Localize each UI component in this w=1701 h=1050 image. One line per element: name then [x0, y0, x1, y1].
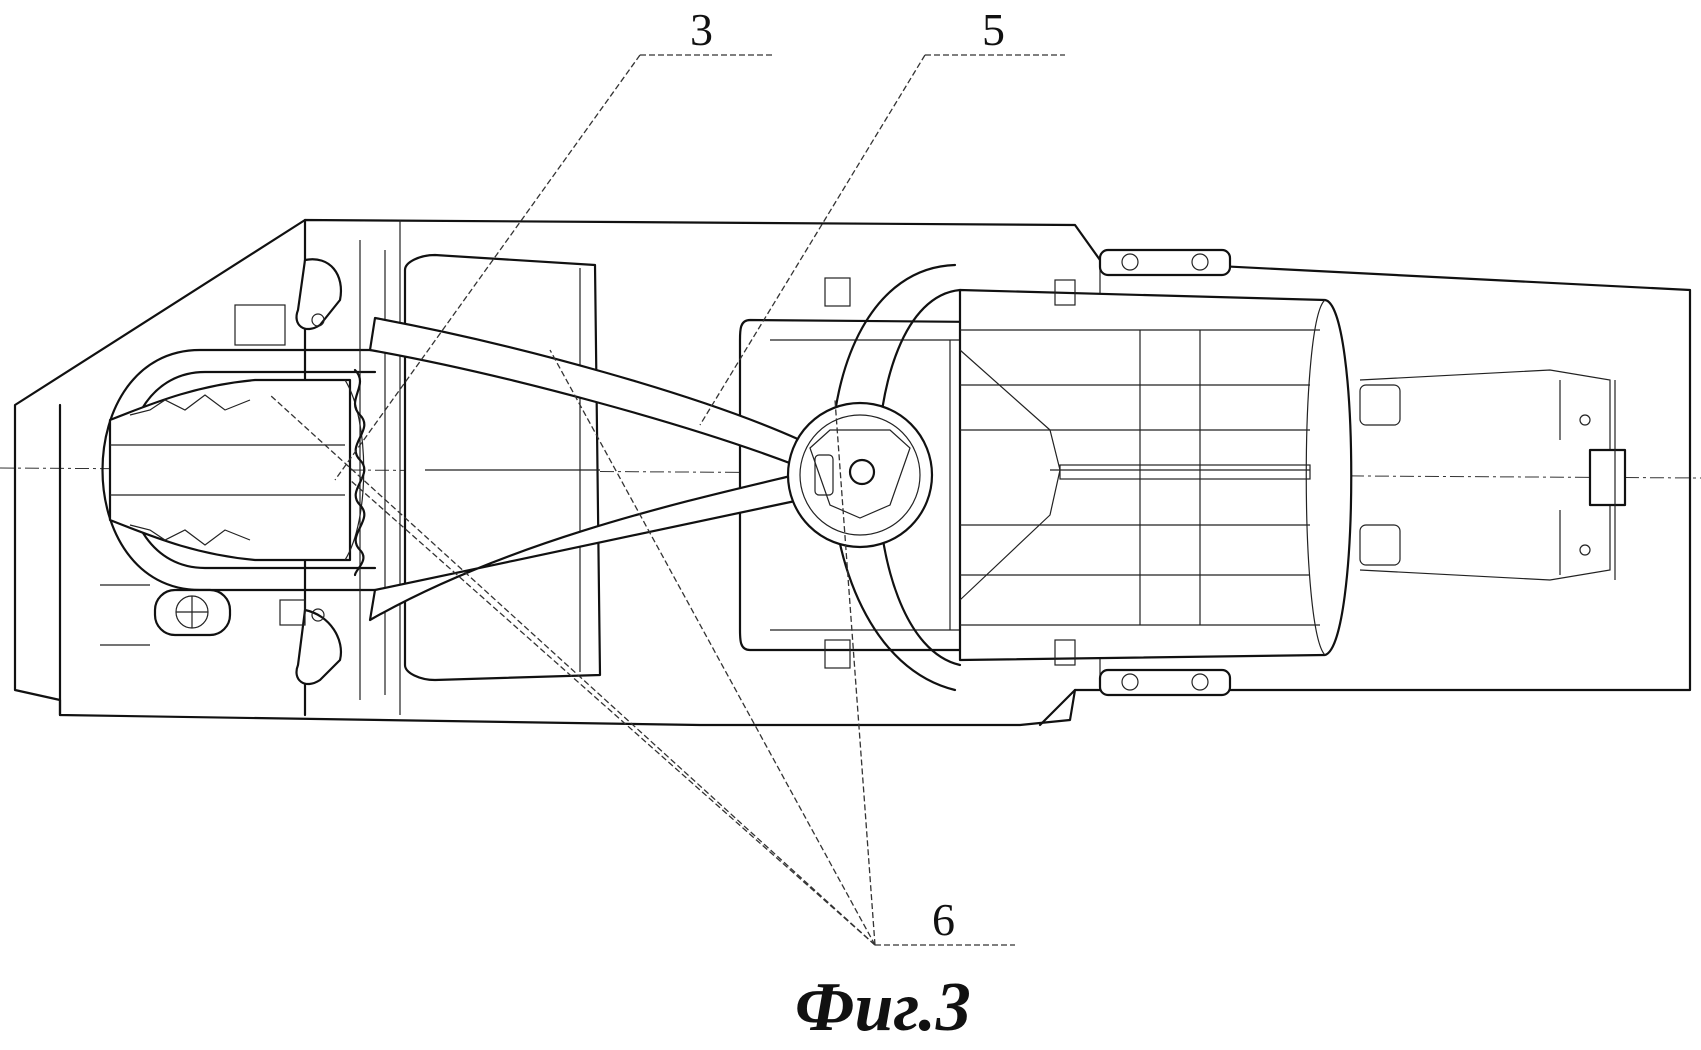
- wheel-symbol: [153, 588, 306, 637]
- stern-detail: [1359, 369, 1627, 581]
- callout-3: 3: [690, 4, 713, 55]
- rear-lugs: [824, 248, 1232, 697]
- callout-6: 6: [932, 894, 955, 945]
- left-handles: [100, 258, 343, 686]
- callout-5: 5: [982, 4, 1005, 55]
- seal-line: [353, 368, 366, 577]
- figure-caption: Фиг.3: [795, 969, 971, 1046]
- leader-lines: [269, 54, 1065, 946]
- bow-frame: [101, 348, 377, 592]
- engine-cylinder: [958, 288, 1353, 662]
- central-hub: [786, 401, 934, 549]
- front-compartment: [359, 240, 602, 700]
